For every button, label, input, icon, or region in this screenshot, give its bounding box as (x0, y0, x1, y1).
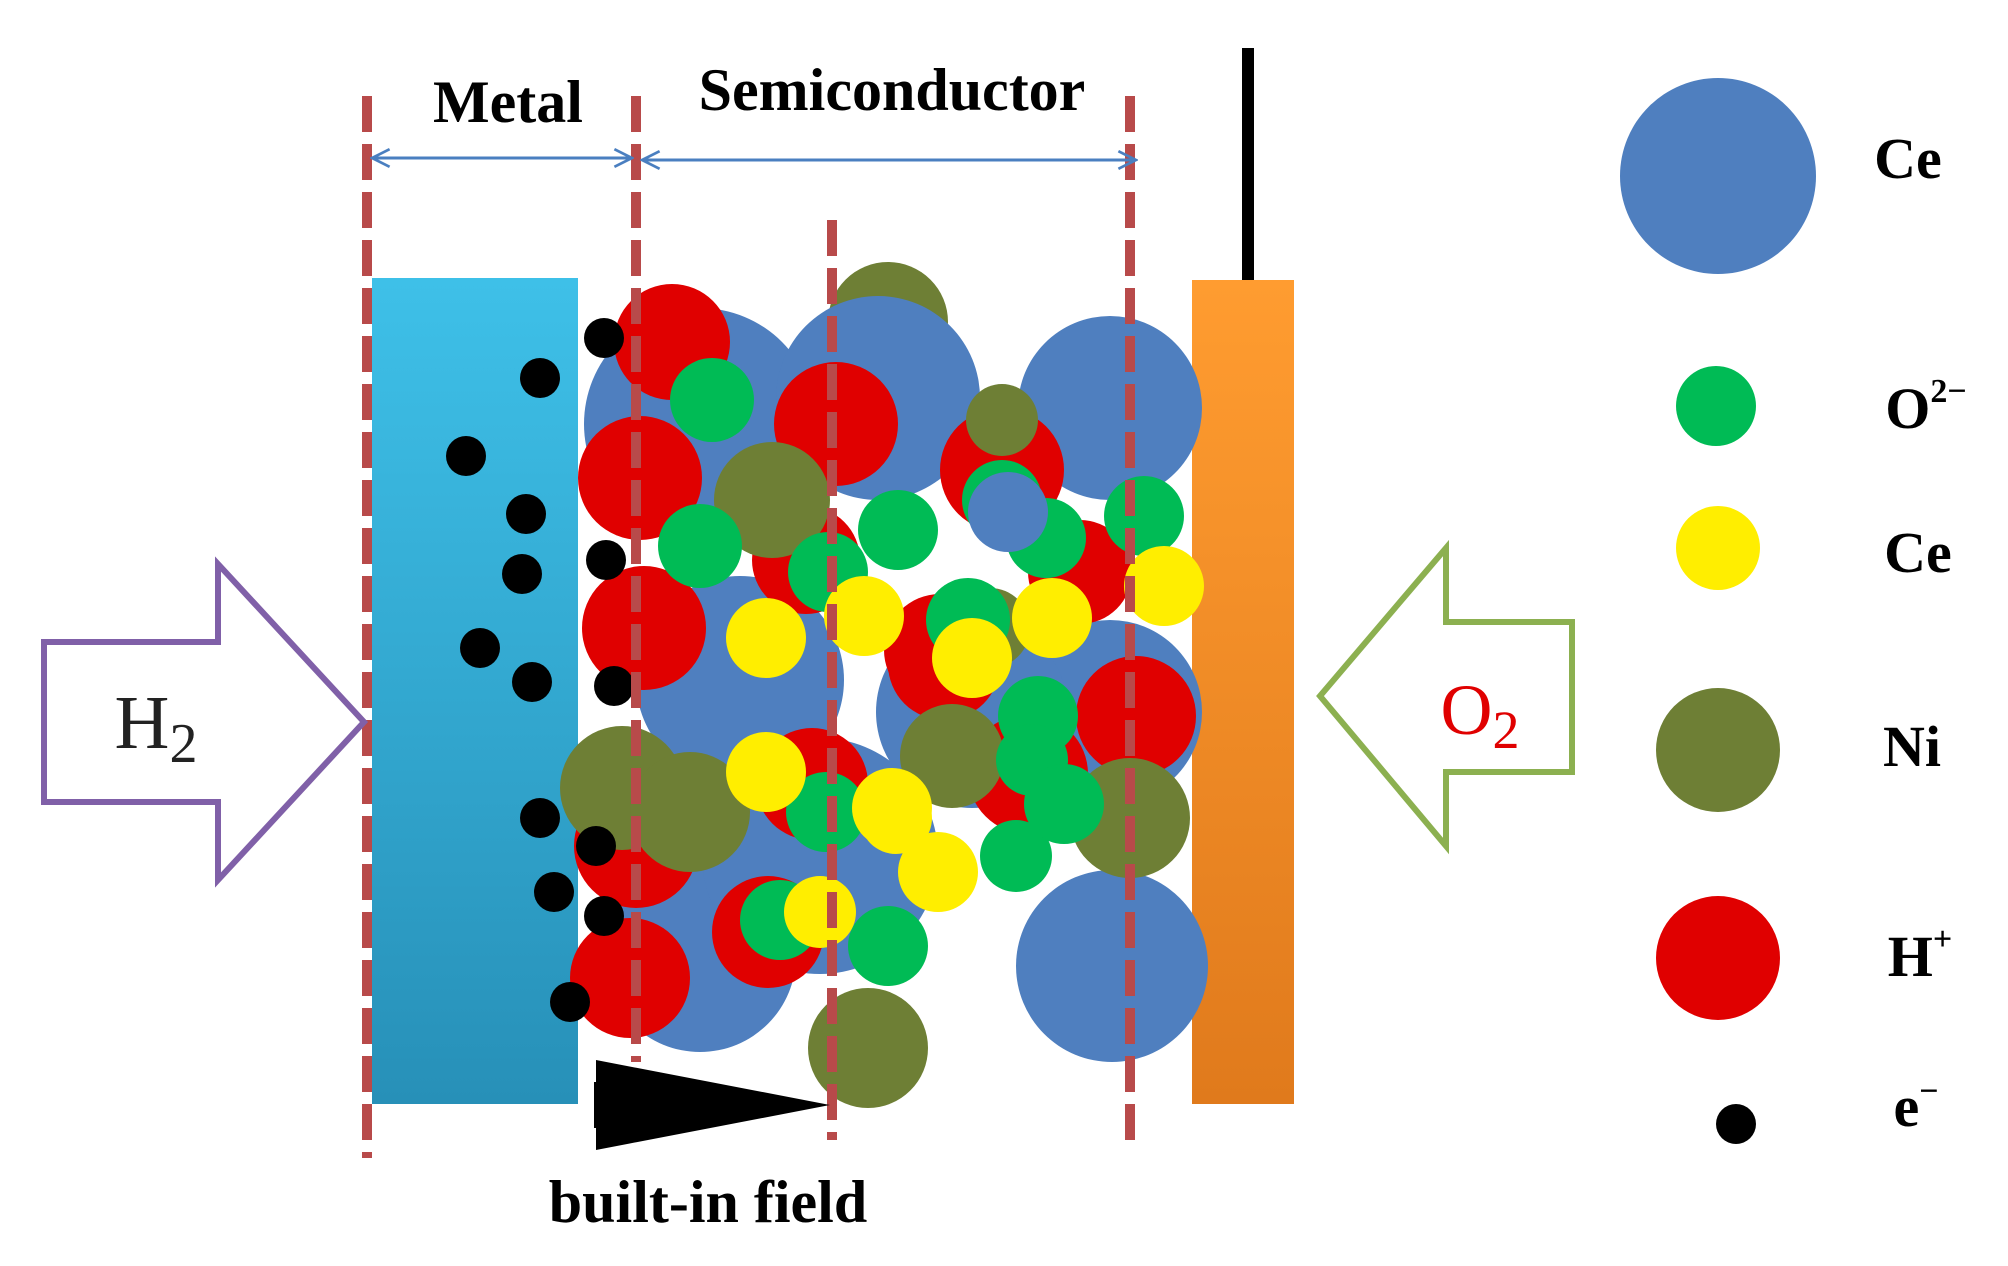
oxide-ion-particle (848, 906, 928, 986)
ni-particle (630, 752, 750, 872)
ce-yellow-particle (1012, 578, 1092, 658)
oxide-ion-particle (858, 490, 938, 570)
ce-yellow-particle (726, 732, 806, 812)
legend-label-electron: e− (1893, 1073, 1938, 1139)
metal-label: Metal (433, 69, 583, 135)
proton-particle (582, 566, 706, 690)
legend-label-ni: Ni (1883, 714, 1941, 779)
oxide-ion-particle (1104, 476, 1184, 556)
built-in-field-label: built-in field (549, 1169, 867, 1235)
oxide-ion-particle (670, 358, 754, 442)
ni-particle (966, 384, 1038, 456)
h2-inlet-arrow (41, 556, 369, 888)
electron (584, 318, 624, 358)
legend-swatch-oxide-ion (1676, 366, 1756, 446)
electron (550, 982, 590, 1022)
ni-particle (808, 988, 928, 1108)
o2-label: O2 (1441, 670, 1520, 760)
electron-dots (446, 318, 634, 1022)
boundary-lines (362, 96, 1135, 1158)
legend-label-proton: H+ (1888, 921, 1953, 989)
electron (534, 872, 574, 912)
ce-particle (1016, 870, 1208, 1062)
built-in-field-arrow-body (594, 1084, 596, 1126)
electron (576, 826, 616, 866)
legend-swatch-ce-blue (1620, 78, 1816, 274)
oxide-ion-particle (658, 504, 742, 588)
legend-label-ce-yellow: Ce (1884, 520, 1952, 585)
built-in-field-arrow (594, 1060, 830, 1150)
legend-label-ce-blue: Ce (1874, 126, 1942, 191)
o2-inlet-arrow (1316, 539, 1575, 855)
oxide-ion-particle (1024, 764, 1104, 844)
electron (506, 494, 546, 534)
proton-particle (570, 918, 690, 1038)
ni-particle (714, 442, 830, 558)
legend-swatch-proton (1656, 896, 1780, 1020)
electron (584, 896, 624, 936)
legend-swatch-electron (1716, 1104, 1756, 1144)
legend: Ce O2− Ce Ni H+ e− (1620, 78, 1967, 1144)
ce-yellow-particle (726, 598, 806, 678)
ce-yellow-particle (932, 618, 1012, 698)
legend-swatch-ce-yellow (1676, 506, 1760, 590)
ce-yellow-particle (1124, 546, 1204, 626)
cathode-slab (1192, 280, 1294, 1104)
ce-particle (1018, 316, 1202, 500)
electron (446, 436, 486, 476)
electron (594, 666, 634, 706)
ce-yellow-particle (860, 782, 932, 854)
semiconductor-particles (560, 262, 1208, 1108)
ce-yellow-particle (898, 832, 978, 912)
electron (520, 358, 560, 398)
ni-particle (900, 704, 1004, 808)
ce-yellow-particle (784, 876, 856, 948)
ce-yellow-particle (824, 576, 904, 656)
legend-swatch-ni (1656, 688, 1780, 812)
legend-label-oxide-ion: O2− (1885, 373, 1967, 441)
electron (512, 662, 552, 702)
semiconductor-label: Semiconductor (699, 57, 1086, 123)
ce-particle (968, 472, 1048, 552)
oxide-ion-particle (980, 820, 1052, 892)
oxide-ion-particle (786, 772, 866, 852)
electron (460, 628, 500, 668)
electron (502, 554, 542, 594)
electron (520, 798, 560, 838)
proton-particle (578, 416, 702, 540)
electron (586, 540, 626, 580)
h2-label: H2 (115, 681, 198, 775)
proton-particle (1076, 656, 1196, 776)
